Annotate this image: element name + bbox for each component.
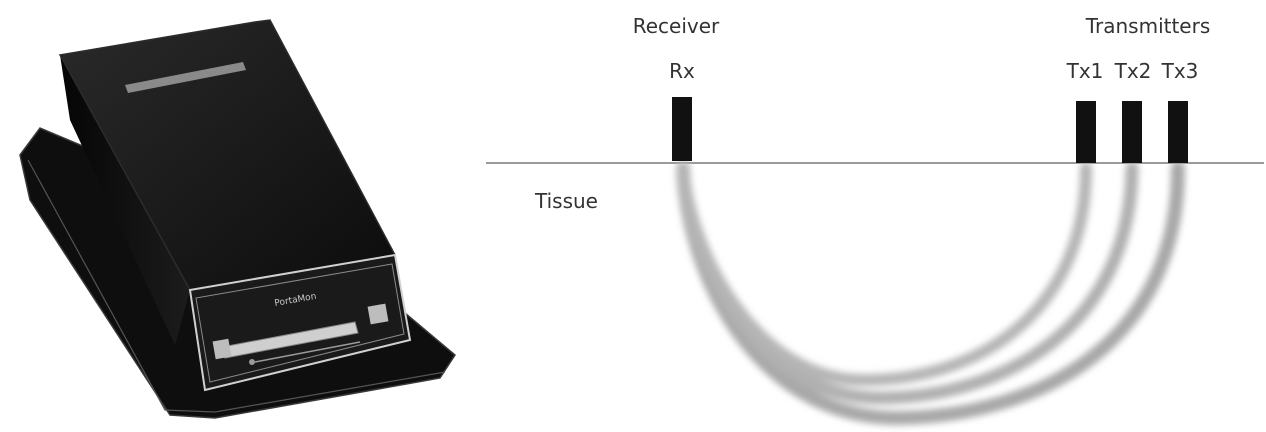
receiver-code: Rx (669, 59, 695, 83)
transmitter-optode-tx3 (1168, 101, 1188, 163)
nirs-diagram: Receiver Rx Transmitters Tx1 Tx2 Tx3 Tis… (486, 14, 1264, 418)
portamon-device: PortaMon (20, 20, 455, 418)
transmitter-code-tx2: Tx2 (1114, 59, 1152, 83)
receiver-title: Receiver (633, 14, 720, 38)
light-paths (683, 168, 1178, 418)
device-button-left (213, 339, 232, 360)
light-path-tx2 (683, 168, 1132, 398)
transmitter-optode-tx1 (1076, 101, 1096, 163)
device-led (249, 359, 255, 365)
transmitter-code-tx1: Tx1 (1066, 59, 1104, 83)
receiver-optode (672, 97, 692, 161)
tissue-label: Tissue (534, 189, 598, 213)
transmitter-optode-tx2 (1122, 101, 1142, 163)
device-button-right (368, 304, 389, 325)
transmitters-title: Transmitters (1085, 14, 1211, 38)
transmitter-code-tx3: Tx3 (1161, 59, 1199, 83)
